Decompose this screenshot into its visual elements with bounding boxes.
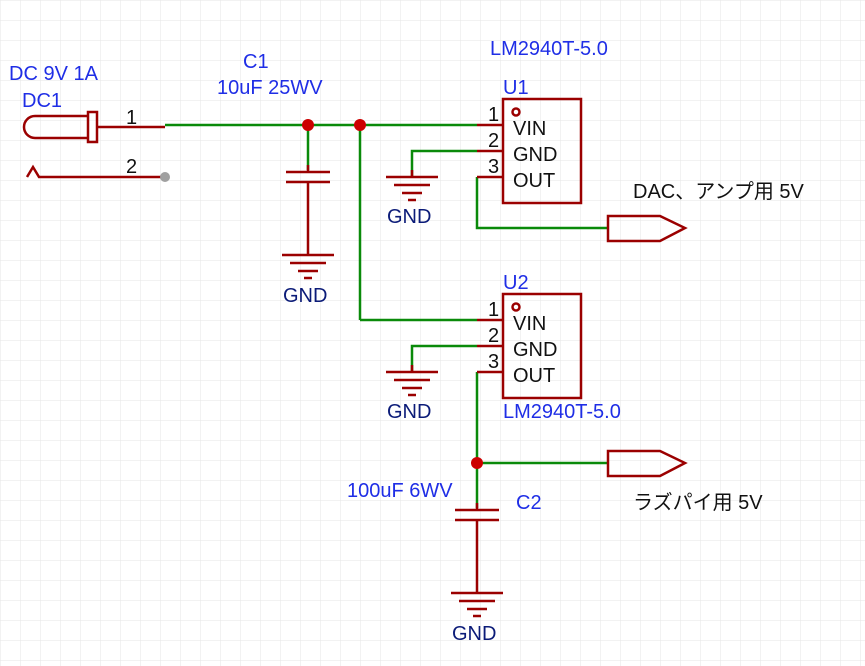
u2-pin2-name: GND [513, 339, 557, 361]
net-flag-u1-out[interactable] [606, 214, 688, 243]
regulator-u2[interactable] [477, 292, 583, 400]
u1-ref: U1 [503, 77, 529, 99]
gnd-symbol-c1 [282, 253, 334, 280]
u2-pin1-name: VIN [513, 313, 546, 335]
u1-pin2-name: GND [513, 144, 557, 166]
wire-u2-gnd [410, 344, 477, 372]
dc-jack-ref: DC1 [22, 90, 62, 112]
u1-out-net-label: DAC、アンプ用 5V [633, 181, 805, 203]
wire-u1-out [475, 177, 608, 230]
u2-pin2-number: 2 [488, 325, 499, 347]
net-flag-u2-out[interactable] [606, 449, 688, 478]
u2-pin3-number: 3 [488, 351, 499, 373]
c2-value: 100uF 6WV [347, 480, 453, 502]
u1-pin1-number: 1 [488, 104, 499, 126]
u1-out-flag-shape [606, 214, 688, 243]
u2-out-net-label: ラズパイ用 5V [633, 491, 763, 514]
dc-jack-pin2-noconnect [160, 172, 170, 182]
c1-ref: C1 [243, 51, 269, 73]
u1-pin1-name: VIN [513, 118, 546, 140]
dc-jack[interactable] [22, 110, 170, 182]
u1-pin2-number: 2 [488, 130, 499, 152]
c2-gnd-label: GND [452, 623, 496, 645]
wire-u1-gnd [410, 149, 477, 177]
regulator-u1[interactable] [477, 97, 583, 205]
junction-u2-vin [354, 119, 366, 131]
gnd-symbol-u2 [386, 365, 438, 397]
dc-jack-barrel [22, 114, 88, 140]
u1-gnd-label: GND [387, 206, 431, 228]
c1-gnd-label: GND [283, 285, 327, 307]
u1-part-number: LM2940T-5.0 [490, 38, 608, 60]
u2-pin1-marker [511, 302, 521, 312]
junction-u2-out [471, 457, 483, 469]
capacitor-c1[interactable] [286, 165, 330, 255]
u2-out-flag-shape [606, 449, 688, 478]
u1-pin3-name: OUT [513, 170, 555, 192]
u2-ref: U2 [503, 272, 529, 294]
dc-jack-pin1-number: 1 [126, 107, 137, 129]
dc-jack-pin2-lead [25, 164, 165, 179]
dc-jack-pin2-number: 2 [126, 156, 137, 178]
gnd-symbol-c2 [451, 591, 503, 618]
u2-part-number: LM2940T-5.0 [503, 401, 621, 423]
c2-ref: C2 [516, 492, 542, 514]
c1-value: 10uF 25WV [217, 77, 323, 99]
junction-c1 [302, 119, 314, 131]
wires [165, 123, 608, 508]
dc-jack-value: DC 9V 1A [9, 63, 99, 85]
u2-gnd-label: GND [387, 401, 431, 423]
u2-pin1-number: 1 [488, 299, 499, 321]
u1-pin3-number: 3 [488, 156, 499, 178]
u1-pin1-marker [511, 107, 521, 117]
gnd-symbol-u1 [386, 170, 438, 202]
capacitor-c2[interactable] [455, 503, 499, 593]
u2-pin3-name: OUT [513, 365, 555, 387]
